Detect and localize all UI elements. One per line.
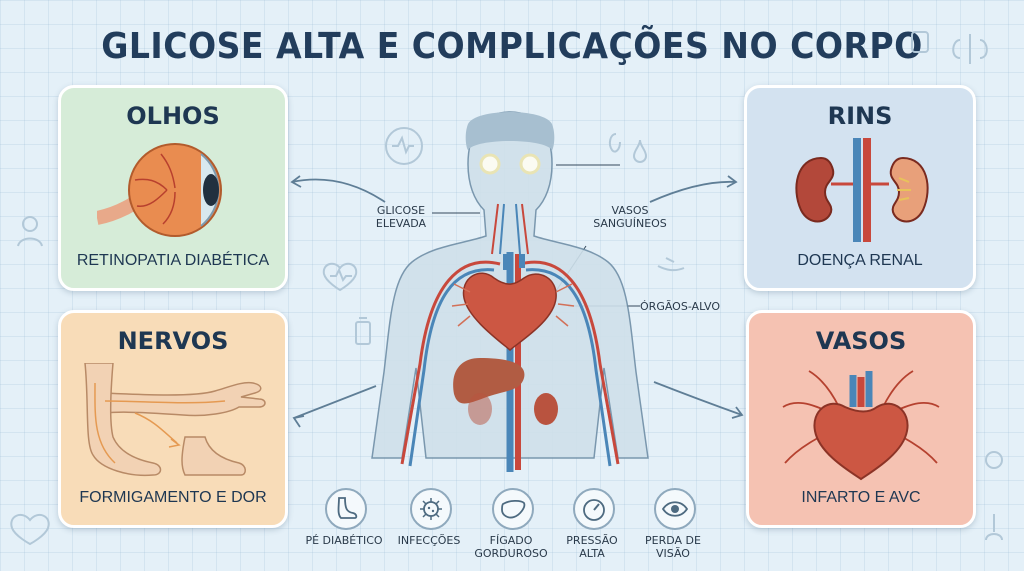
nerves-card-title: NERVOS (117, 327, 229, 355)
body-figure (371, 111, 649, 472)
bottom-label-diabetic-foot: PÉ DIABÉTICO (305, 534, 383, 547)
kidneys-card-title: RINS (827, 102, 893, 130)
eyes-card-title: OLHOS (126, 102, 220, 130)
vessels-card: VASOS INFARTO E AVC (746, 310, 976, 528)
nerves-card: NERVOS FORMIGAMENTO E DOR (58, 310, 288, 528)
nerves-illustration (84, 363, 266, 477)
nerves-card-caption: FORMIGAMENTO E DOR (79, 489, 267, 506)
gauge-icon (573, 488, 615, 530)
page-title: GLICOSE ALTA E COMPLICAÇÕES NO CORPO (101, 26, 923, 67)
kidneys-card-caption: DOENÇA RENAL (797, 252, 923, 269)
virus-icon (410, 488, 452, 530)
eyes-card: OLHOS RETINOPATIA DIABÉTICA (58, 85, 288, 291)
kidneys-card: RINS DOENÇA RENAL (744, 85, 976, 291)
vessels-illustration (782, 370, 940, 481)
kidneys-illustration (795, 138, 929, 242)
eye-icon (654, 488, 696, 530)
vessels-card-caption: INFARTO E AVC (801, 489, 921, 506)
bottom-label-infections: INFECÇÕES (397, 534, 461, 547)
eyes-card-caption: RETINOPATIA DIABÉTICA (76, 252, 270, 269)
target-organs-label: ÓRGÃOS-ALVO (640, 300, 720, 313)
liver-icon (492, 488, 534, 530)
vessels-card-title: VASOS (815, 327, 907, 355)
eye-illustration (97, 143, 222, 237)
foot-icon (325, 488, 367, 530)
